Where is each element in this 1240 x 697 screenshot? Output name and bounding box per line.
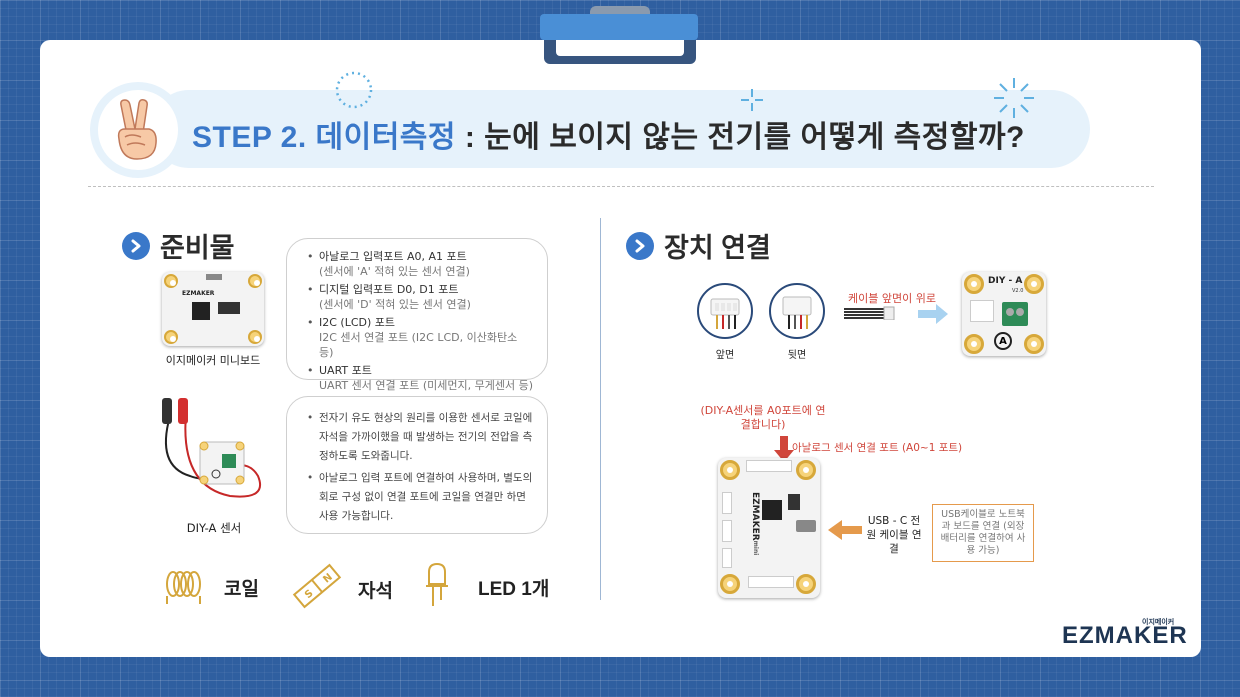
- ezmaker-mini-board-image: EZMAKERmini: [718, 458, 820, 598]
- connector-front-icon: [710, 298, 740, 329]
- hand-icon: [90, 82, 186, 178]
- analog-badge: A: [994, 332, 1012, 350]
- cable-orientation-note: 케이블 앞면이 위로: [848, 292, 936, 305]
- arrow-right-icon: [918, 304, 948, 324]
- side-port-socket: [722, 548, 732, 568]
- usb-c-port: [796, 520, 816, 532]
- diy-a-board-label: DIY - A: [988, 276, 1023, 286]
- mini-board-image: EZMAKER: [162, 272, 264, 346]
- clipboard-clip-knob: [590, 6, 650, 16]
- main-board-brand: EZMAKERmini: [750, 492, 760, 556]
- logo-subtitle: 이지메이커: [1142, 618, 1175, 626]
- arrow-left-icon: [828, 520, 862, 540]
- connector-socket: [970, 300, 994, 322]
- coil-icon: [166, 571, 201, 604]
- terminal-block: [1002, 302, 1028, 326]
- mini-board-caption: 이지메이커 미니보드: [165, 354, 261, 367]
- material-coil-label: 코일: [224, 579, 259, 600]
- connector-front-caption: 앞면: [715, 350, 735, 361]
- port-list-box: 아날로그 입력포트 A0, A1 포트(센서에 'A' 적혀 있는 센서 연결)…: [286, 238, 548, 392]
- board-chip: [192, 302, 210, 320]
- connector-back-image: [769, 283, 825, 339]
- sensor-desc-list: 전자기 유도 현상의 원리를 이용한 센서로 코일에 자석을 가까이했을 때 발…: [305, 409, 537, 526]
- connector-back-caption: 뒷면: [787, 350, 807, 361]
- mini-board-brand: EZMAKER: [182, 290, 215, 297]
- material-magnet-label: 자석: [358, 581, 393, 602]
- board-pad: [248, 330, 262, 344]
- connector-front-image: [697, 283, 753, 339]
- sensor-desc-item: 전자기 유도 현상의 원리를 이용한 센서로 코일에 자석을 가까이했을 때 발…: [305, 409, 537, 466]
- a0-port-socket: [746, 460, 792, 472]
- diy-a-sensor-image: [162, 398, 261, 498]
- sensor-desc-box: 전자기 유도 현상의 원리를 이용한 센서로 코일에 자석을 가까이했을 때 발…: [286, 396, 548, 534]
- port-item: 디지털 입력포트 D0, D1 포트(센서에 'D' 적혀 있는 센서 연결): [305, 282, 535, 312]
- diy-a-sensor-caption: DIY-A 센서: [186, 521, 242, 535]
- led-icon: [426, 562, 448, 606]
- material-led-label: LED 1개: [478, 579, 550, 600]
- usb-c-label: USB - C 전원 케이블 연결: [866, 515, 922, 555]
- board-pad: [796, 460, 816, 480]
- board-chip: [762, 500, 782, 520]
- prep-heading: 준비물: [122, 226, 235, 265]
- diy-a-board-version: V2.0: [1012, 288, 1024, 294]
- page-title-step: STEP 2. 데이터측정: [192, 121, 457, 154]
- connector-back-icon: [782, 296, 812, 329]
- board-pad: [1024, 274, 1044, 294]
- board-pad: [964, 334, 984, 354]
- analog-port-note: 아날로그 센서 연결 포트 (A0~1 포트): [792, 442, 963, 454]
- board-usb: [206, 274, 222, 280]
- board-pad: [796, 574, 816, 594]
- connect-heading: 장치 연결: [626, 226, 771, 265]
- diy-a-board-image: DIY - A V2.0 A: [962, 272, 1046, 356]
- ezmaker-logo: EZMAKER: [1062, 622, 1188, 649]
- port-list: 아날로그 입력포트 A0, A1 포트(센서에 'A' 적혀 있는 센서 연결)…: [305, 249, 535, 393]
- board-pad: [248, 274, 262, 288]
- chevron-right-icon: [122, 231, 150, 260]
- connect-a0-note: (DIY-A센서를 A0포트에 연결합니다): [700, 404, 826, 431]
- port-item: 아날로그 입력포트 A0, A1 포트(센서에 'A' 적혀 있는 센서 연결): [305, 249, 535, 279]
- board-pad: [164, 330, 178, 344]
- cable-image: [844, 306, 895, 320]
- title-divider: [88, 186, 1154, 187]
- board-pad: [720, 574, 740, 594]
- connect-heading-text: 장치 연결: [664, 233, 771, 263]
- column-divider: [600, 218, 601, 600]
- chevron-right-icon: [626, 231, 654, 260]
- board-pad: [164, 274, 178, 288]
- bottom-port-socket: [748, 576, 794, 588]
- sensor-desc-item: 아날로그 입력 포트에 연결하여 사용하며, 별도의 회로 구성 없이 연결 포…: [305, 469, 537, 526]
- decorative-dotted-circle: [335, 71, 373, 109]
- prep-heading-text: 준비물: [160, 233, 235, 263]
- side-port-socket: [722, 520, 732, 542]
- board-pad: [1024, 334, 1044, 354]
- arrow-down-icon: [774, 436, 794, 462]
- clipboard-clip: [540, 14, 698, 40]
- decorative-plus-sparkle: [741, 89, 763, 111]
- board-chip: [218, 302, 240, 314]
- page-title: STEP 2. 데이터측정 : 눈에 보이지 않는 전기를 어떻게 측정할까?: [192, 112, 1025, 156]
- board-chip: [788, 494, 800, 510]
- magnet-icon: S N: [292, 563, 342, 609]
- side-port-socket: [722, 492, 732, 514]
- board-pad: [964, 274, 984, 294]
- title-banner: [150, 90, 1090, 168]
- board-pad: [720, 460, 740, 480]
- page-title-question: : 눈에 보이지 않는 전기를 어떻게 측정할까?: [456, 121, 1025, 154]
- decorative-burst: [994, 78, 1034, 118]
- usb-note-box: USB케이블로 노트북과 보드를 연결 (외장 배터리를 연결하여 사용 가능): [932, 504, 1034, 562]
- clipboard-clip-hole: [556, 40, 684, 56]
